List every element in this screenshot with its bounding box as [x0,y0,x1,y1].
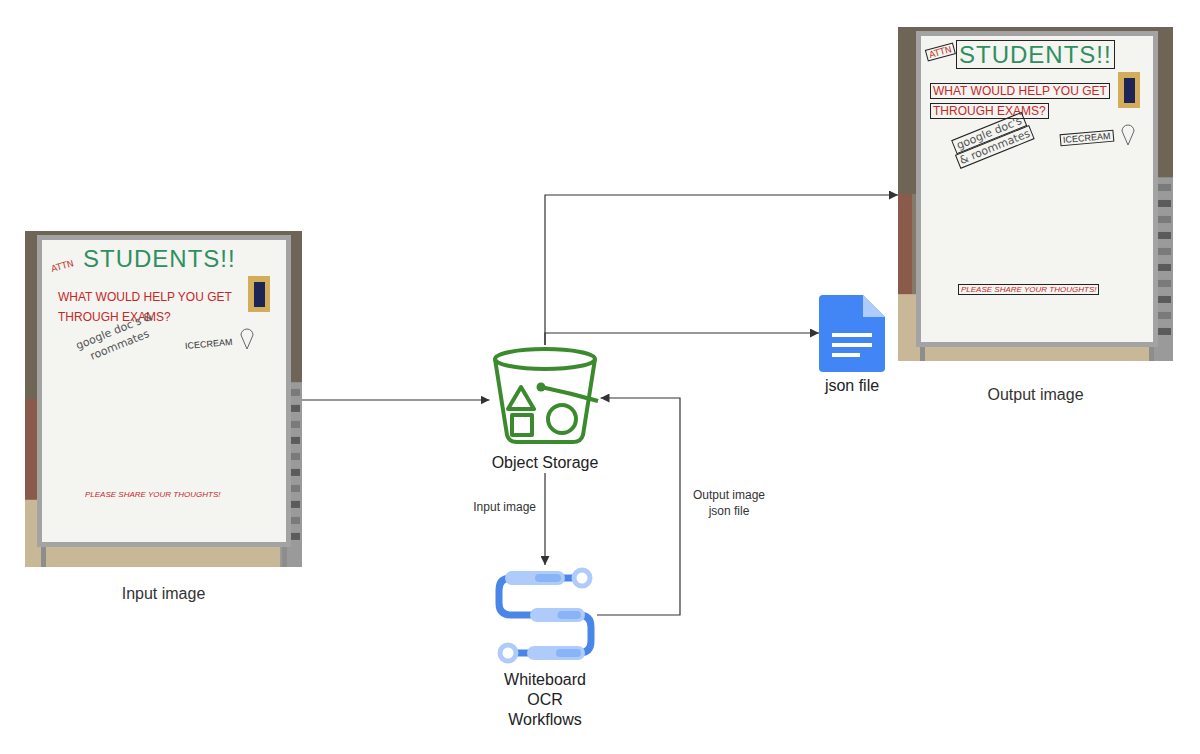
board-surface [921,36,1153,342]
bucket-rim [495,349,595,369]
whiteboard-heading: STUDENTS!! [956,41,1115,69]
document-line [832,353,860,357]
edge-label: Input image [471,499,538,515]
photo-background [898,27,1173,361]
whiteboard-question: WHAT WOULD HELP YOU GET THROUGH EXAMS? [58,287,258,327]
workflow-endpoint [574,570,590,586]
whiteboard-photo [25,231,302,567]
bucket-square [512,415,532,435]
board-leg [920,347,925,361]
board-frame [916,31,1158,347]
magnet-inner [254,282,265,307]
bucket-dot [537,383,546,392]
board-leg [282,547,287,567]
magnet-box [1118,72,1140,108]
bucket-handle [541,387,598,401]
board-text: PLEASE SHARE YOUR THOUGHTS! [85,490,220,499]
icon-label: json file [819,376,885,396]
flow-arrow [544,473,545,565]
workflow-step-part [558,611,582,619]
flow-arrow [597,398,680,615]
board-text: PLEASE SHARE YOUR THOUGHTS! [958,284,1099,295]
whiteboard-photo [898,27,1173,361]
flow-arrow [302,399,490,400]
icecream-sketch [241,329,253,349]
image-caption: Output image [898,385,1173,405]
board-text: WHAT WOULD HELP YOU GET THROUGH EXAMS? [930,83,1110,119]
photo-background [25,231,302,567]
board-text: STUDENTS!! [83,245,236,272]
magnet-inner [1124,78,1135,103]
workflow-step [505,571,565,585]
workflow-endpoint [500,645,516,661]
workflow-step [527,646,585,660]
bucket-body [495,359,595,442]
document-line [832,333,872,337]
icecream-sketch [1122,125,1134,145]
object-storage-bucket [490,345,600,445]
caption-text: Input image [122,585,206,602]
workflow-step-part [535,574,561,582]
workflow-track [499,578,591,653]
wall-poster [25,399,39,500]
caption-text: Output image [987,386,1083,403]
board-surface [42,240,286,542]
image-caption: Input image [25,584,302,604]
flow-arrow [545,333,819,345]
workflow-icon: Whiteboard OCR Workflows [493,565,597,730]
object-storage-bucket: Object Storage [490,345,601,473]
icon-label: Object Storage [490,453,601,473]
document-fold [863,295,885,317]
whiteboard-question: WHAT WOULD HELP YOU GET THROUGH EXAMS? [930,81,1130,121]
document-sheet [819,295,885,372]
workflow-icon [493,565,597,665]
label-text: Whiteboard OCR Workflows [504,671,586,728]
label-text: Object Storage [492,454,599,471]
edge-label-text: Output image json file [693,488,765,518]
bucket-triangle [508,387,534,409]
label-text: json file [825,377,879,394]
whiteboard-footer: PLEASE SHARE YOUR THOUGHTS! [958,284,1099,295]
board-leg [1149,347,1154,361]
whiteboard-heading: STUDENTS!! [83,245,236,273]
board-frame [37,235,291,547]
icon-label: Whiteboard OCR Workflows [493,670,597,730]
input-image: ATTNSTUDENTS!!WHAT WOULD HELP YOU GET TH… [25,231,302,611]
json-file-icon: json file [819,295,885,396]
workflow-step [530,608,585,622]
bucket-circle [548,405,576,433]
edge-label: Output image json file [685,487,773,519]
workflow-step-part [556,649,581,657]
magnet-box [248,276,270,312]
output-image: ATTNSTUDENTS!!WHAT WOULD HELP YOU GET TH… [898,27,1173,405]
document-line [832,343,872,347]
whiteboard-footer: PLEASE SHARE YOUR THOUGHTS! [85,489,220,500]
board-text: STUDENTS!! [956,40,1115,69]
board-leg [41,547,46,567]
json-file-icon [819,295,885,372]
edge-label-text: Input image [473,500,536,514]
wall-poster [898,194,912,294]
